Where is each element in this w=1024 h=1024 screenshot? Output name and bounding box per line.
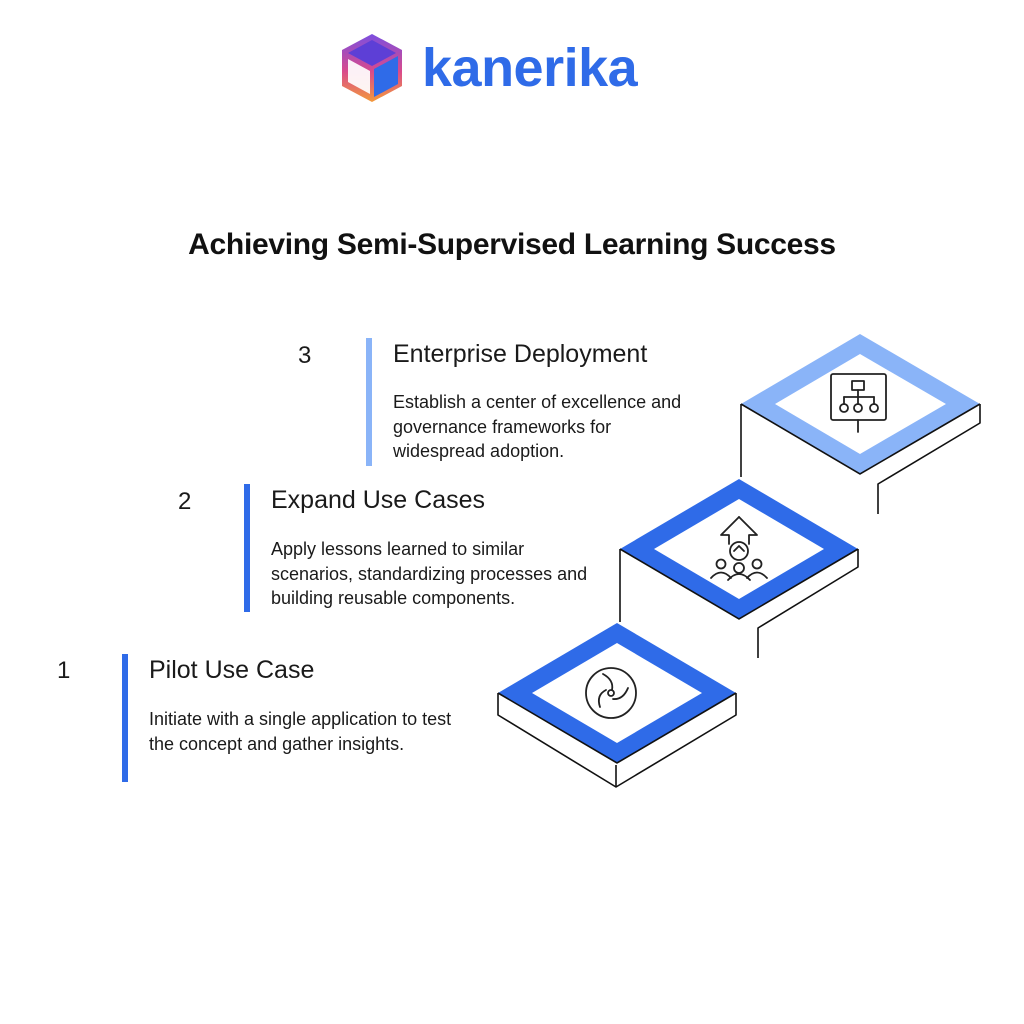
step-2-number: 2 [178, 488, 192, 515]
step-1-bar [122, 654, 128, 782]
step-2-bar [244, 484, 250, 612]
step-3-bar [366, 338, 372, 466]
step-2-description: Apply lessons learned to similar scenari… [271, 539, 588, 608]
step-1-tile [497, 623, 737, 764]
recycle-cycle-icon [585, 667, 637, 719]
step-2-title: Expand Use Cases [271, 486, 486, 514]
step-1-description: Initiate with a single application to te… [149, 709, 452, 754]
cube-logo-icon [342, 34, 402, 102]
org-chart-presentation-icon [830, 373, 887, 433]
page-title: Achieving Semi-Supervised Learning Succe… [188, 228, 836, 261]
step-3-number: 3 [298, 342, 312, 369]
step-3-title: Enterprise Deployment [393, 340, 648, 368]
team-growth-icon [710, 516, 768, 581]
step-3-description: Establish a center of excellence and gov… [393, 392, 682, 461]
step-2-tile [619, 479, 859, 620]
step-1-number: 1 [57, 657, 71, 684]
kanerika-logo: kanerika [338, 32, 638, 104]
brand-name: kanerika [422, 38, 638, 98]
step-1-title: Pilot Use Case [149, 656, 315, 684]
